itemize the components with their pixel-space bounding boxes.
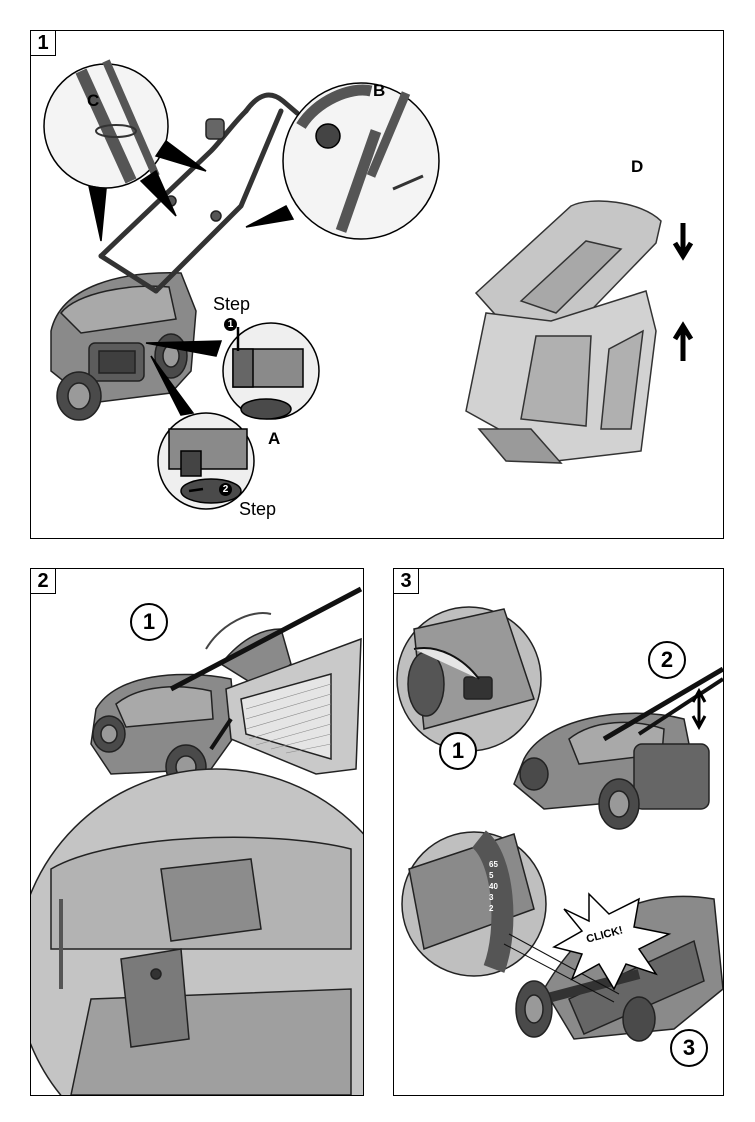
scale-mark: 40	[489, 881, 498, 892]
step-badge-1: 1	[224, 318, 237, 331]
callout-2: 2	[648, 641, 686, 679]
callout-1: 1	[439, 732, 477, 770]
scale-mark: 3	[489, 892, 498, 903]
step-badge-2: 2	[219, 483, 232, 496]
label-a: A	[268, 429, 280, 449]
scale-mark: 5	[489, 870, 498, 881]
label-b: B	[373, 81, 385, 101]
label-c: C	[87, 91, 99, 111]
panel-number: 2	[31, 569, 56, 594]
height-scale: 65 5 40 3 2	[489, 859, 498, 914]
label-d: D	[631, 157, 643, 177]
panel-3: 3	[393, 568, 724, 1096]
detail-circle-b	[246, 83, 439, 239]
scale-mark: 2	[489, 903, 498, 914]
panel-2: 2	[30, 568, 364, 1096]
panel-1-illustration	[31, 31, 723, 538]
panel-1: 1	[30, 30, 724, 539]
panel-number: 3	[394, 569, 419, 594]
mower-rear-illustration	[514, 669, 723, 829]
detail-circle-height-lever	[397, 607, 541, 751]
grass-box-illustration	[466, 201, 691, 463]
magnified-detail	[31, 769, 363, 1095]
scale-mark: 65	[489, 859, 498, 870]
step-label-top: Step	[213, 294, 250, 315]
panel-2-illustration	[31, 569, 363, 1095]
panel-number: 1	[31, 31, 56, 56]
callout-3: 3	[670, 1029, 708, 1067]
callout-1: 1	[130, 603, 168, 641]
step-label-bottom: Step	[239, 499, 276, 520]
detail-circle-c	[44, 61, 206, 241]
